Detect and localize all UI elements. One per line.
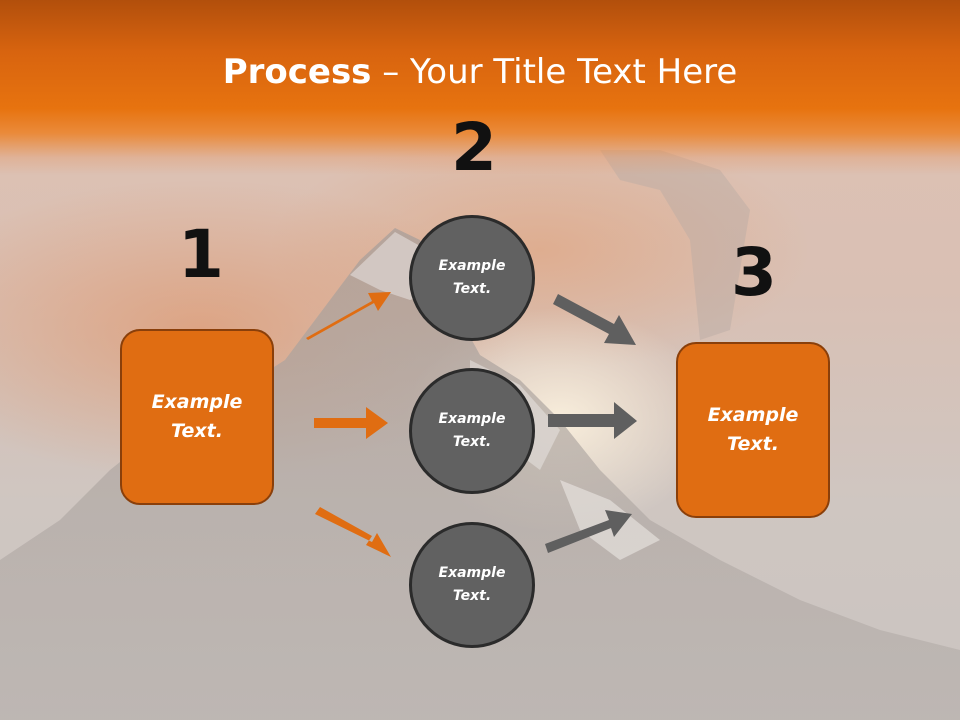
arrow-left-to-bottom [315, 507, 391, 557]
step-2-node-top: Example Text. [409, 215, 535, 341]
title-bold: Process [222, 52, 372, 92]
step-1-box: Example Text. [120, 329, 274, 505]
step-number-1: 1 [178, 216, 224, 293]
title-rest: – Your Title Text Here [371, 52, 738, 92]
step-2-node-bottom: Example Text. [409, 522, 535, 648]
step-number-3: 3 [731, 234, 777, 311]
title-band [0, 0, 960, 175]
arrow-bottom-to-right [545, 510, 632, 553]
step-3-box: Example Text. [676, 342, 830, 518]
step-2-node-middle: Example Text. [409, 368, 535, 494]
slide-title: Process – Your Title Text Here [0, 52, 960, 92]
arrow-top-to-right [553, 294, 636, 345]
step-1-text: Example Text. [151, 391, 243, 442]
arrow-left-to-middle [314, 407, 388, 439]
step-2-node-middle-text: Example Text. [438, 411, 506, 450]
step-number-2: 2 [451, 109, 497, 186]
step-3-text: Example Text. [707, 404, 799, 455]
arrow-left-to-top [306, 292, 391, 340]
arrow-middle-to-right [548, 402, 637, 439]
step-2-node-bottom-text: Example Text. [438, 565, 506, 604]
step-2-node-top-text: Example Text. [438, 258, 506, 297]
